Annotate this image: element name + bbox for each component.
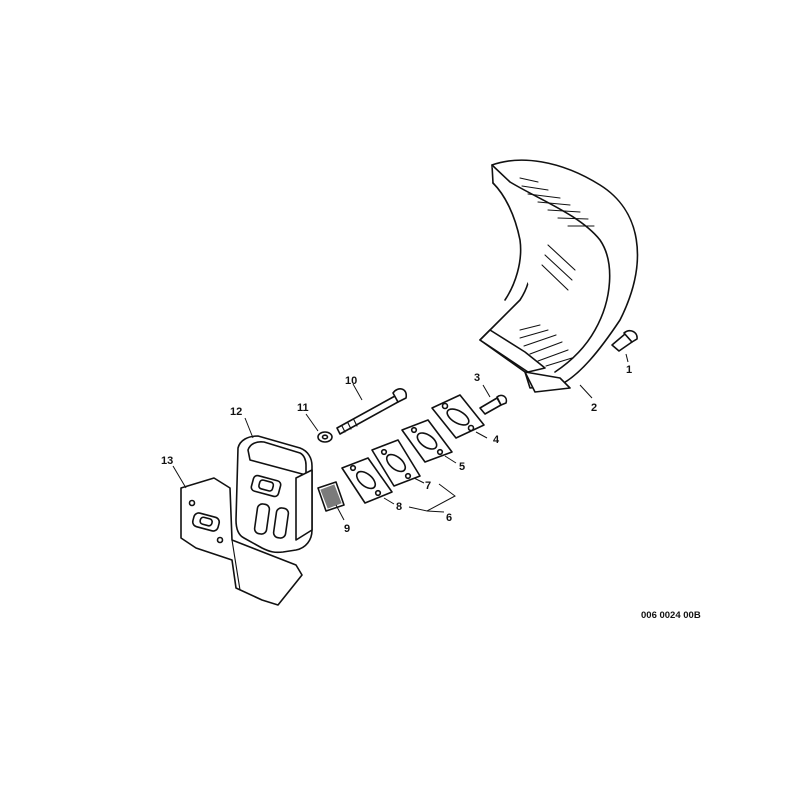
callout-3: 3 (474, 372, 480, 384)
callout-8: 8 (396, 501, 402, 513)
reference-code: 006 0024 00B (641, 610, 701, 621)
callout-10: 10 (345, 375, 357, 387)
callout-9: 9 (344, 523, 350, 535)
muffler-body-part-12 (235, 435, 313, 554)
heat-shield-part-13 (180, 477, 303, 606)
gasket-part-5 (401, 419, 453, 463)
screw-part-1 (611, 330, 638, 352)
gasket-part-4 (431, 394, 485, 439)
gasket-part-8 (341, 457, 393, 504)
shroud-top-slots (519, 177, 595, 227)
callout-7: 7 (425, 480, 431, 492)
screen-part-9 (317, 481, 345, 512)
callout-11: 11 (297, 402, 309, 414)
shroud-bottom-slots (519, 324, 573, 367)
screw-part-3 (479, 394, 508, 415)
callout-labels: 1 2 3 4 5 6 7 8 9 10 11 12 13 (161, 364, 632, 535)
bolt-part-10 (336, 388, 408, 435)
callout-2: 2 (591, 402, 597, 414)
gasket-part-7 (371, 439, 421, 487)
callout-5: 5 (459, 461, 465, 473)
washer-part-11 (317, 431, 333, 443)
callout-4: 4 (493, 434, 500, 446)
muffler-shroud-part (479, 159, 639, 393)
callout-1: 1 (626, 364, 632, 376)
shroud-side-slots (541, 244, 576, 291)
callout-13: 13 (161, 455, 173, 467)
leader-lines (172, 353, 629, 521)
callout-12: 12 (230, 406, 242, 418)
callout-6: 6 (446, 512, 452, 524)
